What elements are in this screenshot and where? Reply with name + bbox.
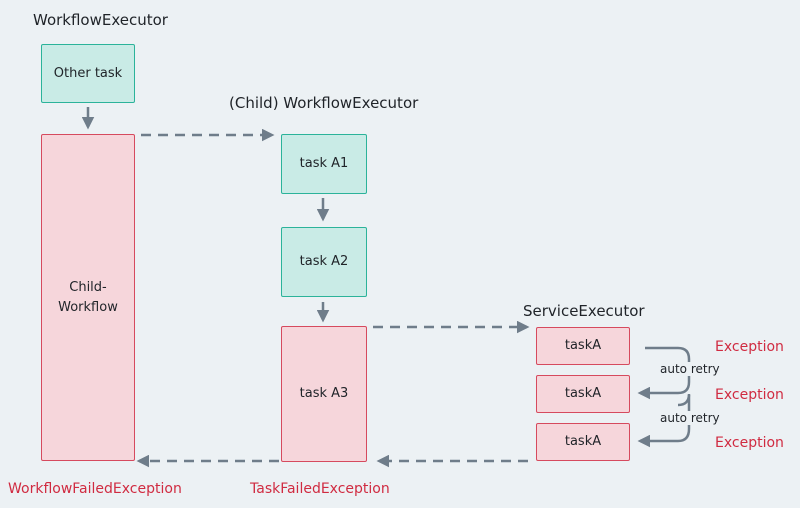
exception-label-3: Exception [715, 435, 784, 451]
retry-arrow-2 [637, 412, 691, 448]
service-task-label: taskA [564, 338, 602, 353]
exception-label-2: Exception [715, 387, 784, 403]
child-workflow-executor-title: (Child) WorkflowExecutor [229, 94, 419, 112]
task-failed-exception-label: TaskFailedException [250, 481, 390, 497]
workflow-failed-exception-label: WorkflowFailedException [8, 481, 182, 497]
task-a3-box: task A3 [281, 326, 367, 462]
auto-retry-label-2: auto retry [658, 411, 722, 425]
service-task-box-1: taskA [536, 327, 630, 365]
service-task-box-3: taskA [536, 423, 630, 461]
service-task-label: taskA [564, 386, 602, 401]
child-workflow-box: Child- Workflow [41, 134, 135, 461]
task-a1-box: task A1 [281, 134, 367, 194]
task-a2-box: task A2 [281, 227, 367, 297]
auto-retry-label-1: auto retry [658, 362, 722, 376]
other-task-box: Other task [41, 44, 135, 103]
retry-join [677, 393, 691, 407]
exception-label-1: Exception [715, 339, 784, 355]
service-executor-title: ServiceExecutor [523, 302, 645, 320]
service-task-box-2: taskA [536, 375, 630, 413]
task-a3-label: task A3 [299, 386, 349, 401]
child-workflow-label: Child- Workflow [58, 279, 118, 315]
task-a1-label: task A1 [299, 156, 349, 171]
service-task-label: taskA [564, 434, 602, 449]
workflow-executor-title: WorkflowExecutor [33, 11, 168, 29]
task-a2-label: task A2 [299, 254, 349, 269]
other-task-label: Other task [53, 65, 123, 81]
